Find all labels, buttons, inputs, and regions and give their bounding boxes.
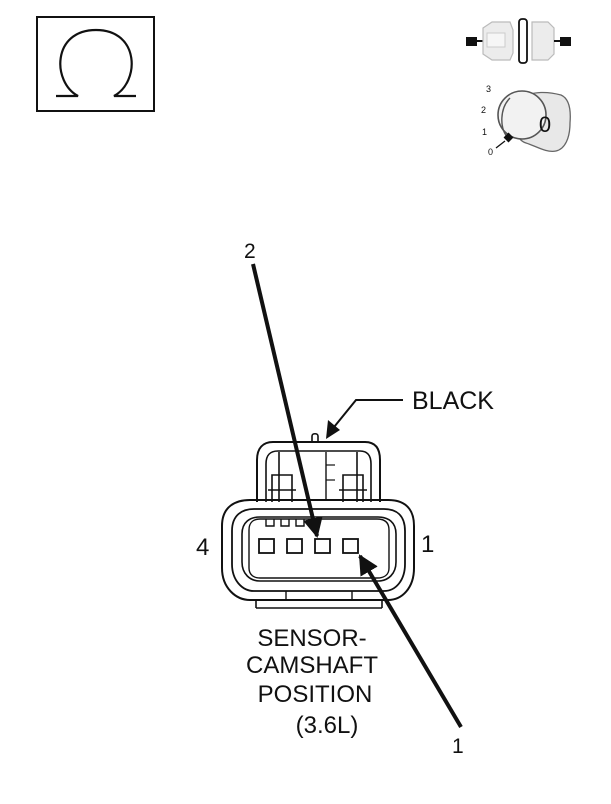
connector-color-callout bbox=[326, 399, 403, 439]
pin-2-callout-line bbox=[251, 263, 323, 538]
terminal-cavities bbox=[258, 538, 359, 554]
caption-line-3: POSITION bbox=[258, 681, 373, 708]
pin-label-left: 4 bbox=[196, 534, 209, 561]
cavity-pin-3 bbox=[286, 538, 303, 554]
connector-body bbox=[221, 432, 415, 609]
cavity-pin-1 bbox=[342, 538, 359, 554]
cavity-pin-4 bbox=[258, 538, 275, 554]
disconnected-connector-icon bbox=[466, 18, 571, 64]
cavity-pin-2 bbox=[314, 538, 331, 554]
connector-caption: SENSOR- CAMSHAFT POSITION (3.6L) bbox=[246, 625, 378, 739]
ignition-key-label: 0 bbox=[539, 112, 551, 137]
pin-label-right: 1 bbox=[421, 531, 434, 558]
ignition-key-off-icon: 3 2 1 0 0 bbox=[481, 84, 571, 157]
caption-line-1: SENSOR- bbox=[257, 625, 366, 652]
pin-1-callout-number: 1 bbox=[452, 735, 464, 758]
caption-line-2: CAMSHAFT bbox=[246, 652, 378, 679]
pin-1-callout-line bbox=[358, 554, 463, 729]
ignition-position-0: 0 bbox=[488, 147, 493, 157]
pin-2-callout-number: 2 bbox=[244, 240, 256, 263]
ignition-position-3: 3 bbox=[486, 84, 491, 94]
connector-color-label: BLACK bbox=[412, 387, 494, 415]
ignition-position-1: 1 bbox=[482, 127, 487, 137]
caption-line-4: (3.6L) bbox=[296, 712, 359, 739]
ignition-position-2: 2 bbox=[481, 105, 486, 115]
ohm-symbol-icon bbox=[36, 16, 155, 112]
